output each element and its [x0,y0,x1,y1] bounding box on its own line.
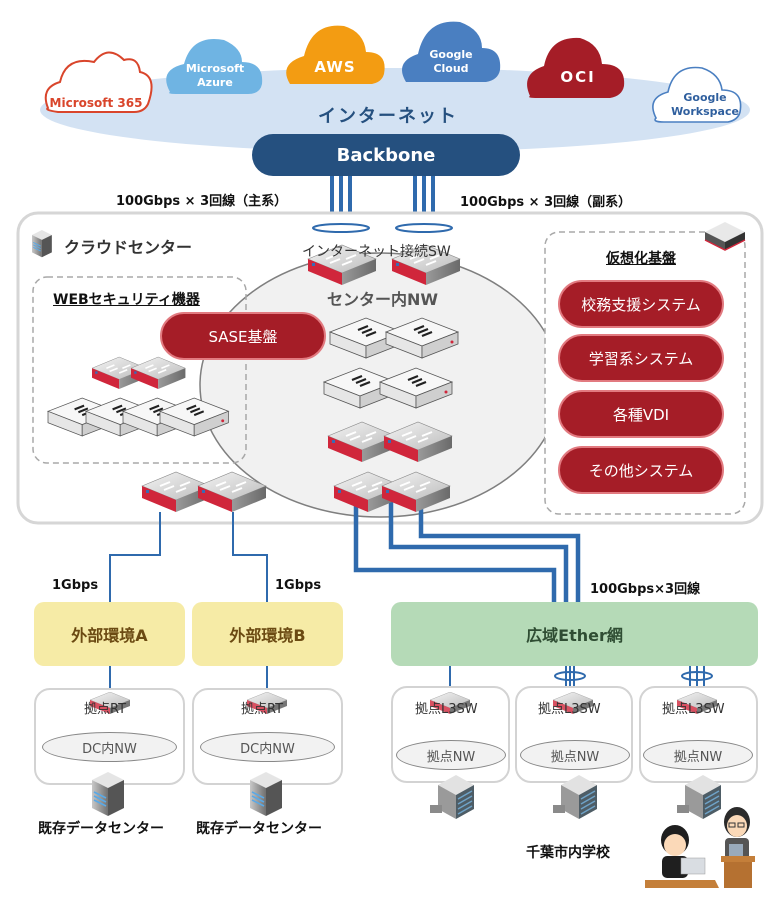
system-other: その他システム [558,446,724,494]
center-nw-label: センター内NW [327,290,439,309]
web-security-box [32,276,247,464]
wan-uplinks [353,500,581,605]
cloud-azure [166,39,263,94]
external-env-a: 外部環境A [34,602,185,666]
datacenter-icon [92,772,125,817]
internet-switch-label: インターネット接続SW [302,244,451,260]
site-network-1: 拠点NW [396,740,506,770]
internet-label: インターネット [318,106,458,127]
router-label-a: 拠点RT [84,702,127,717]
system-learning: 学習系システム [558,334,724,382]
cloud-label-oci: OCI [560,68,596,86]
external-env-b: 外部環境B [192,602,343,666]
cloud-aws [286,25,385,84]
site-network-3: 拠点NW [643,740,753,770]
l3-switch-label-2: 拠点L3SW [538,702,601,717]
cloud-google-cloud [402,21,501,82]
lag-ring-icon [681,671,713,681]
server-icon [704,222,746,251]
cloud-label-microsoft365: Microsoft 365 [49,96,143,110]
backbone-bar: Backbone [252,134,520,176]
site-network-2: 拠点NW [520,740,630,770]
lag-ring-icon [554,671,586,681]
sase-platform: SASE基盤 [160,312,326,360]
l3-switch-label-3: 拠点L3SW [662,702,725,717]
system-school-admin: 校務支援システム [558,280,724,328]
school-building-icon [553,775,598,820]
cloud-center-title: クラウドセンター [64,238,193,257]
schools-caption: 千葉市内学校 [526,845,610,861]
datacenter-caption-a: 既存データセンター [38,821,164,837]
dc-network-b: DC内NW [200,732,335,762]
student-teacher-illustration [645,807,755,888]
system-vdi: 各種VDI [558,390,724,438]
cloud-microsoft365 [44,51,153,113]
lag-ring-icon [395,223,453,233]
dc-network-a: DC内NW [42,732,177,762]
school-building-icon [430,775,475,820]
datacenter-icon [250,772,283,817]
secondary-link-label: 100Gbps × 3回線（副系） [460,195,632,210]
link-label-wan: 100Gbps×3回線 [590,582,701,597]
cloud-label-aws: AWS [314,58,356,76]
router-label-b: 拠点RT [241,702,284,717]
l3-switch-label-1: 拠点L3SW [415,702,478,717]
datacenter-icon [31,229,53,258]
web-security-title: WEBセキュリティ機器 [53,292,200,308]
cloud-google-workspace [652,66,742,123]
virtualization-title: 仮想化基盤 [606,251,676,267]
wide-area-ether-network: 広域Ether網 [391,602,758,666]
primary-link-label: 100Gbps × 3回線（主系） [116,194,288,209]
link-label-ext-a: 1Gbps [52,578,99,593]
link-label-ext-b: 1Gbps [275,578,322,593]
lag-ring-icon [312,223,370,233]
datacenter-caption-b: 既存データセンター [196,821,322,837]
cloud-oci [527,37,625,98]
